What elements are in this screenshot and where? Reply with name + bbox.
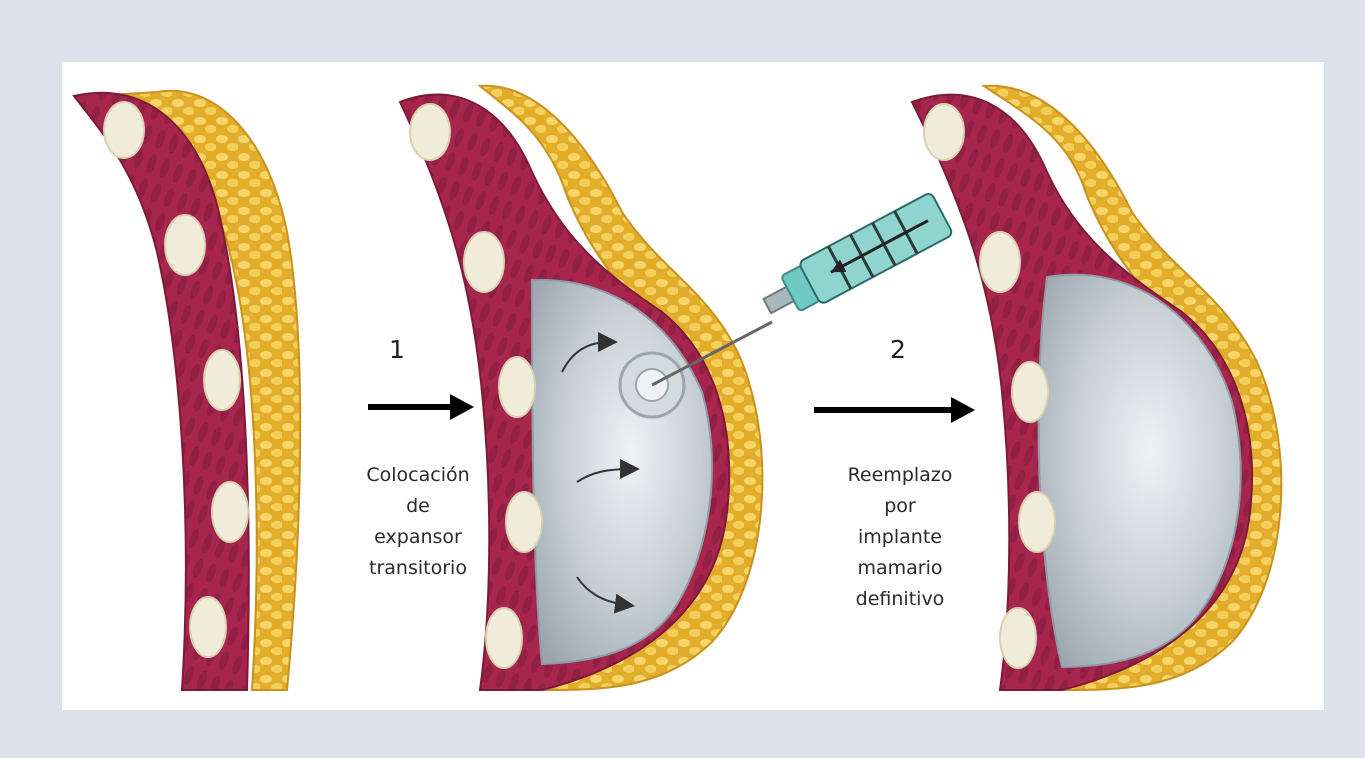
caption-line: mamario bbox=[815, 553, 985, 584]
step-arrow-2 bbox=[814, 397, 975, 423]
caption-line: de bbox=[333, 491, 503, 522]
step-caption-2: Reemplazo por implante mamario definitiv… bbox=[815, 460, 985, 615]
caption-line: Colocación bbox=[333, 460, 503, 491]
step-caption-1: Colocación de expansor transitorio bbox=[333, 460, 503, 584]
diagram-artwork bbox=[62, 62, 1324, 710]
caption-line: transitorio bbox=[333, 553, 503, 584]
step-number-1: 1 bbox=[389, 335, 405, 364]
step-arrow-1 bbox=[368, 394, 474, 420]
chest-wall-expander bbox=[400, 86, 762, 690]
diagram-panel: 1 Colocación de expansor transitorio 2 R… bbox=[62, 62, 1324, 710]
caption-line: Reemplazo bbox=[815, 460, 985, 491]
step-number-2: 2 bbox=[890, 335, 906, 364]
caption-line: expansor bbox=[333, 522, 503, 553]
caption-line: definitivo bbox=[815, 584, 985, 615]
caption-line: implante bbox=[815, 522, 985, 553]
chest-wall-initial bbox=[74, 91, 300, 690]
caption-line: por bbox=[815, 491, 985, 522]
